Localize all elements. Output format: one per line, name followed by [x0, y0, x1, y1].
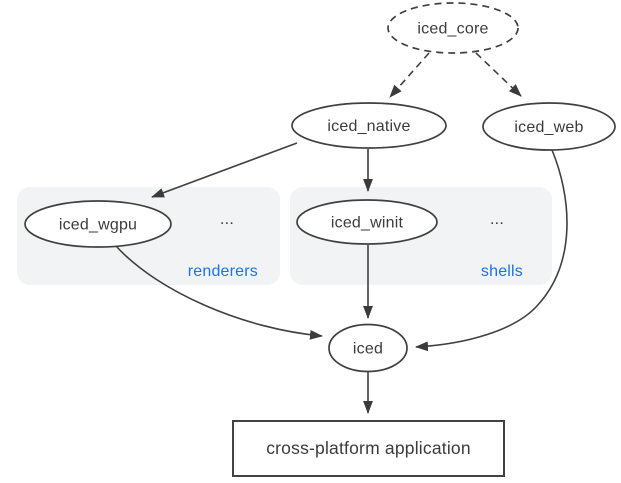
node-iced-web-label: iced_web [514, 119, 583, 136]
node-iced-ellipse [328, 323, 408, 373]
node-iced-native-label: iced_native [327, 118, 410, 135]
node-iced-winit-ellipse [296, 199, 438, 245]
edge-core-to-native [389, 52, 430, 98]
edge-wgpu-to-iced [115, 245, 323, 340]
node-iced-wgpu-ellipse [24, 200, 172, 248]
renderers-ellipsis: ... [220, 211, 234, 228]
shells-group-label: shells [481, 263, 523, 280]
renderers-group-label: renderers [188, 263, 258, 280]
shells-ellipsis: ... [490, 211, 504, 228]
edge-native-to-wgpu [151, 142, 298, 198]
node-iced-core-ellipse [387, 2, 519, 54]
node-iced-native-ellipse [291, 102, 447, 149]
node-application-label: cross-platform application [266, 438, 471, 458]
node-iced-label: iced [353, 341, 383, 358]
node-iced-core-label: iced_core [417, 21, 488, 38]
edge-core-to-web [475, 52, 522, 97]
edge-web-to-iced [415, 149, 568, 352]
node-iced-wgpu-label: iced_wgpu [59, 217, 137, 234]
node-iced-winit-label: iced_winit [331, 215, 404, 232]
node-iced-web-ellipse [482, 102, 616, 151]
node-application-box [232, 420, 505, 477]
